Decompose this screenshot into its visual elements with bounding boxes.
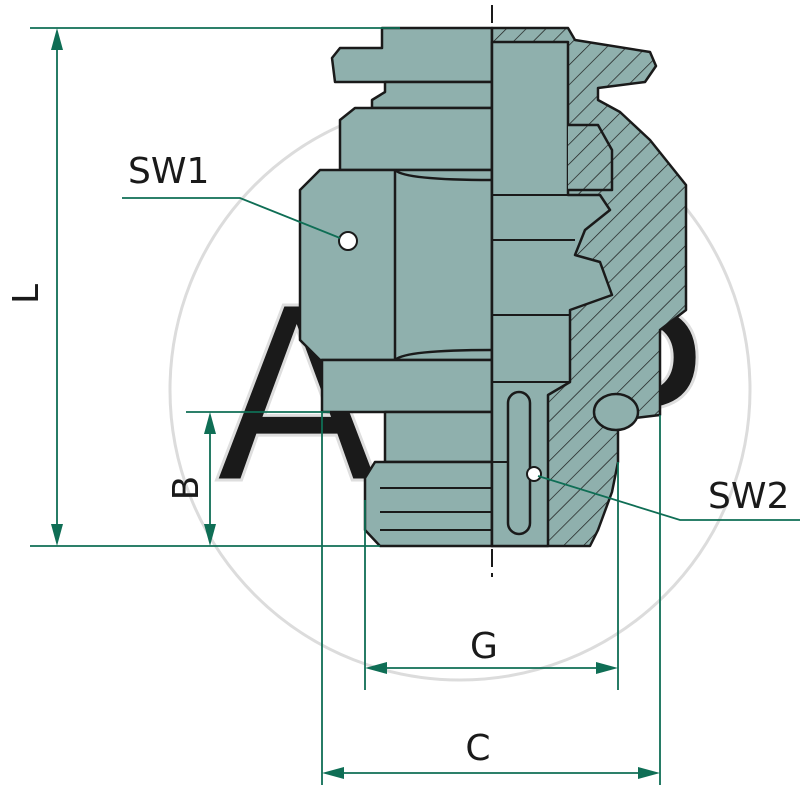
sw1-marker-dot	[338, 231, 358, 251]
label-l: L	[6, 284, 47, 304]
label-g: G	[470, 626, 498, 667]
label-sw1: SW1	[128, 151, 209, 192]
sw2-marker-dot	[526, 466, 542, 482]
thread-section	[363, 460, 494, 548]
arrowheads	[51, 28, 660, 779]
fitting-right-half	[490, 26, 688, 548]
label-b: B	[166, 476, 207, 501]
groove-neck	[383, 410, 494, 464]
sw1-leader	[122, 197, 341, 239]
upper-collar	[338, 106, 494, 172]
o-ring	[592, 392, 640, 432]
label-sw2: SW2	[708, 476, 789, 517]
label-c: C	[465, 728, 490, 769]
sleeve-slot	[506, 390, 532, 536]
body-band	[320, 358, 494, 414]
top-flange	[330, 26, 494, 84]
dimension-lines	[30, 27, 800, 785]
collet-neck	[370, 80, 494, 110]
sw2-leader	[537, 475, 800, 521]
fitting-left-half	[298, 26, 494, 548]
